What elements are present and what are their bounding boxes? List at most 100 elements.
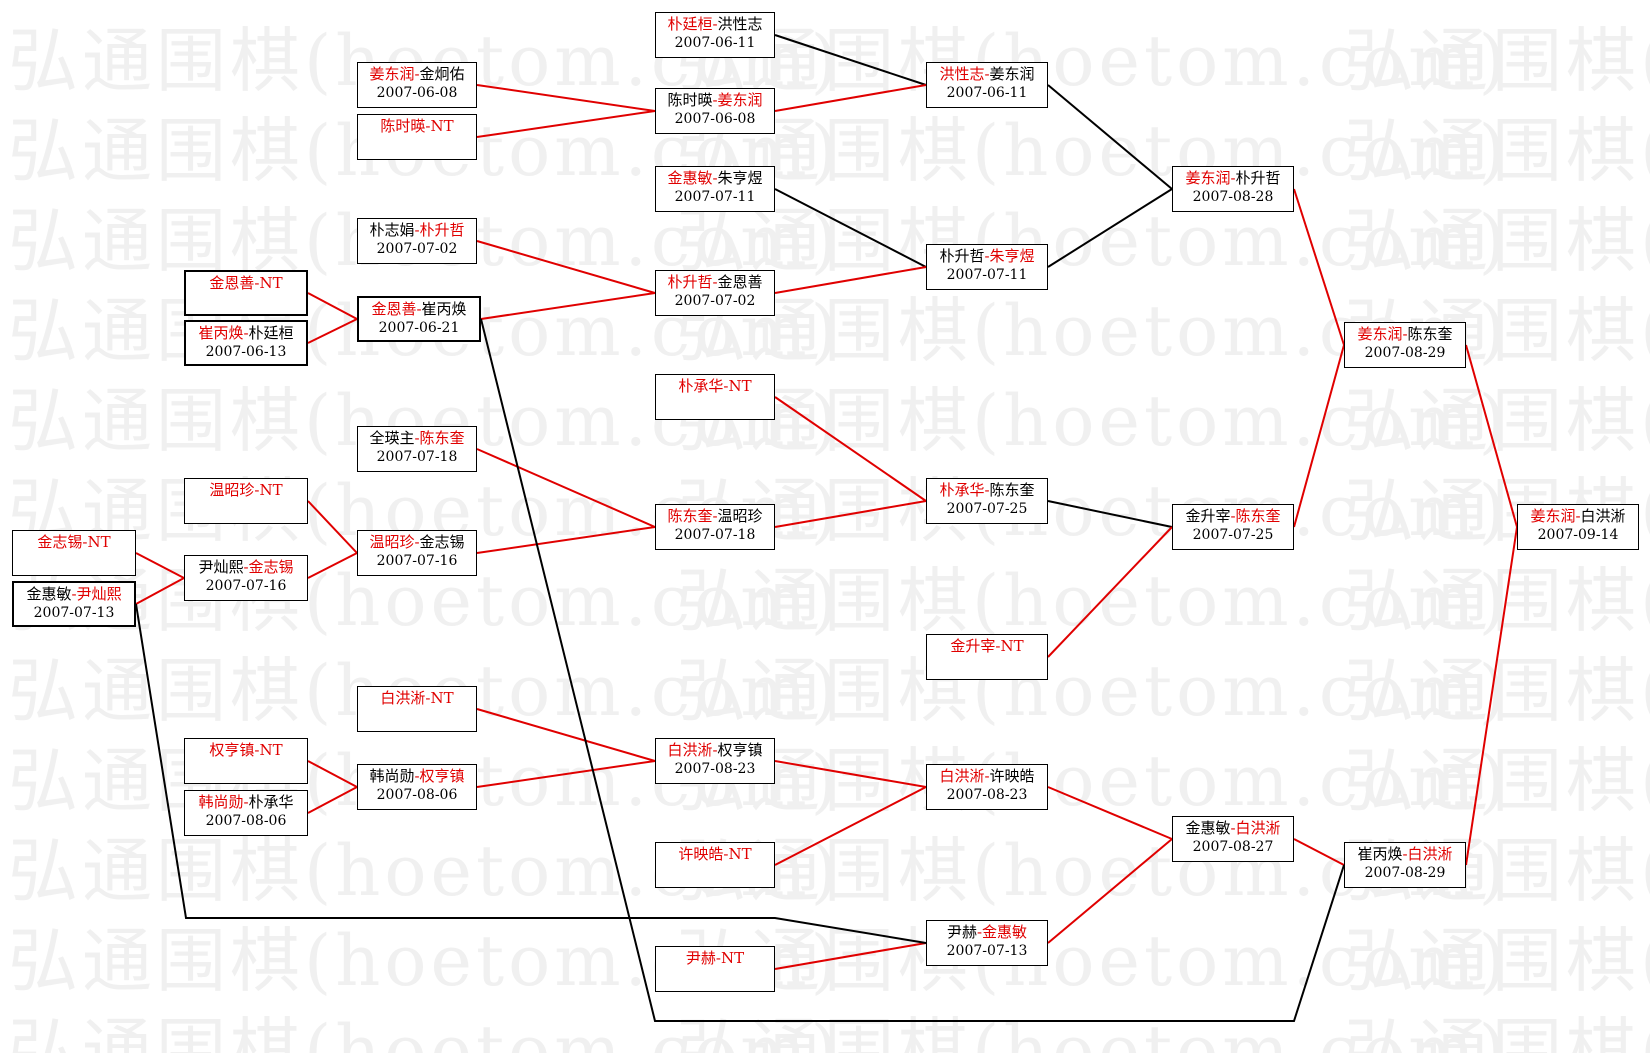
match-players: 崔丙焕-朴廷桓 [186, 324, 306, 343]
player-2: NT [728, 377, 752, 395]
match-players: 温昭珍-NT [185, 481, 307, 500]
bracket-link [1465, 526, 1518, 866]
player-2: NT [1000, 637, 1024, 655]
match-box: 白洪淅-NT [357, 686, 477, 732]
match-players: 权亨镇-NT [185, 741, 307, 760]
player-1: 金升宰 [1185, 507, 1231, 525]
match-date: 2007-08-06 [376, 787, 458, 803]
player-separator: - [712, 91, 718, 109]
player-2: 陈东奎 [1407, 325, 1453, 343]
match-players: 姜东润-白洪淅 [1518, 507, 1638, 526]
bracket-link [1047, 188, 1173, 268]
player-1: 陈东奎 [667, 507, 713, 525]
match-players: 金惠敏-白洪淅 [1173, 819, 1293, 838]
match-date: 2007-07-11 [946, 267, 1028, 283]
bracket-link [307, 786, 358, 814]
match-date: 2007-07-13 [946, 943, 1028, 959]
bracket-link [307, 760, 358, 788]
player-1: 朴升哲 [939, 247, 985, 265]
match-players: 金升宰-NT [927, 637, 1047, 656]
match-players: 朴承华-NT [656, 377, 774, 396]
watermark-text: 弘通围棋(hoetom.com) [676, 740, 1510, 822]
match-players: 白洪淅-权亨镇 [656, 741, 774, 760]
player-1: 朴承华 [678, 377, 724, 395]
player-separator: - [254, 274, 260, 292]
player-separator: - [254, 481, 260, 499]
player-separator: - [414, 65, 420, 83]
player-1: 陈时暎 [667, 91, 713, 109]
player-2: NT [259, 481, 283, 499]
watermark-text: 弘通围棋(hoetom.com) [1344, 20, 1650, 102]
player-2: 权亨镇 [717, 741, 763, 759]
player-separator: - [712, 273, 718, 291]
player-1: 金惠敏 [26, 585, 72, 603]
player-2: 金恩善 [717, 273, 763, 291]
match-date: 2007-06-08 [376, 85, 458, 101]
match-players: 朴升哲-朱亨煜 [927, 247, 1047, 266]
match-players: 姜东润-金炯佑 [358, 65, 476, 84]
player-2: 白洪淅 [1235, 819, 1281, 837]
match-players: 许映皓-NT [656, 845, 774, 864]
player-1: 姜东润 [369, 65, 415, 83]
match-date: 2007-07-25 [1192, 527, 1274, 543]
player-2: 陈东奎 [989, 481, 1035, 499]
match-date: 2007-07-18 [376, 449, 458, 465]
player-1: 尹赫 [946, 923, 977, 941]
match-date: 2007-06-11 [674, 35, 756, 51]
player-2: 朴承华 [248, 793, 294, 811]
player-separator: - [1575, 507, 1581, 525]
match-box: 许映皓-NT [655, 842, 775, 888]
watermark-text: 弘通围棋(hoetom.com) [1344, 380, 1650, 462]
match-date: 2007-08-23 [946, 787, 1028, 803]
player-separator: - [984, 767, 990, 785]
match-players: 尹灿熙-金志锡 [185, 558, 307, 577]
match-players: 金惠敏-尹灿熙 [14, 585, 134, 604]
player-2: 洪性志 [717, 15, 763, 33]
watermark-text: 弘通围棋(hoetom.com) [676, 380, 1510, 462]
match-players: 金升宰-陈东奎 [1173, 507, 1293, 526]
player-1: 姜东润 [1185, 169, 1231, 187]
player-separator: - [1230, 507, 1236, 525]
player-2: 朴廷桓 [248, 324, 294, 342]
player-2: NT [430, 117, 454, 135]
player-1: 金恩善 [209, 274, 255, 292]
match-date: 2007-06-08 [674, 111, 756, 127]
watermark-text: 弘通围棋(hoetom.com) [676, 920, 1510, 1002]
player-1: 陈时暎 [380, 117, 426, 135]
match-date: 2007-09-14 [1537, 527, 1619, 543]
bracket-link [1047, 838, 1173, 944]
player-separator: - [723, 845, 729, 863]
player-separator: - [976, 923, 983, 941]
player-2: 白洪淅 [1407, 845, 1453, 863]
bracket-link [307, 500, 358, 554]
match-players: 白洪淅-许映皓 [927, 767, 1047, 786]
player-1: 温昭珍 [369, 533, 415, 551]
player-separator: - [1402, 325, 1408, 343]
match-date: 2007-07-02 [376, 241, 458, 257]
player-2: 金炯佑 [419, 65, 465, 83]
match-date: 2007-08-28 [1192, 189, 1274, 205]
player-2: 朴升哲 [419, 221, 465, 239]
bracket-link [135, 577, 185, 605]
player-1: 姜东润 [1530, 507, 1576, 525]
player-1: 白洪淅 [380, 689, 426, 707]
watermark-text: 弘通围棋(hoetom.com) [1344, 740, 1650, 822]
match-date: 2007-06-11 [946, 85, 1028, 101]
player-1: 姜东润 [1357, 325, 1403, 343]
player-2: NT [87, 533, 111, 551]
player-2: 姜东润 [717, 91, 763, 109]
player-separator: - [712, 169, 718, 187]
player-1: 权亨镇 [209, 741, 255, 759]
player-separator: - [1230, 169, 1236, 187]
bracket-link [476, 708, 656, 762]
